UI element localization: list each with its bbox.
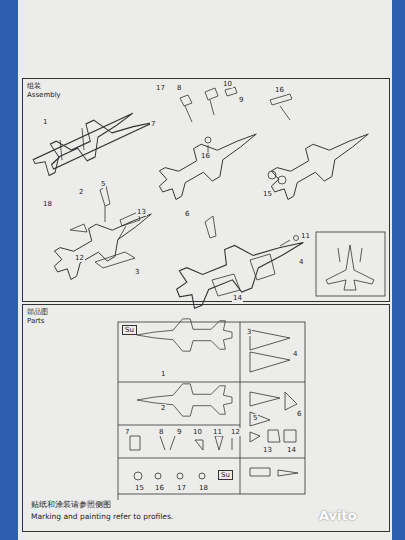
callout-number: 1 bbox=[42, 118, 48, 126]
callout-number: 12 bbox=[74, 254, 85, 262]
sprue-tag: Su bbox=[122, 325, 137, 335]
callout-number: 13 bbox=[136, 208, 147, 216]
panel-heading: 组装 bbox=[23, 79, 389, 91]
watermark: Avito bbox=[318, 512, 358, 520]
callout-number: 14 bbox=[232, 294, 243, 302]
callout-number: 6 bbox=[296, 410, 302, 418]
callout-number: 13 bbox=[262, 446, 273, 454]
callout-number: 15 bbox=[262, 190, 273, 198]
callout-number: 9 bbox=[238, 96, 244, 104]
callout-number: 7 bbox=[124, 428, 130, 436]
callout-number: 16 bbox=[274, 86, 285, 94]
note-text: Marking and painting refer to profiles. bbox=[30, 512, 174, 521]
callout-number: 14 bbox=[286, 446, 297, 454]
callout-number: 8 bbox=[176, 84, 182, 92]
callout-number: 1 bbox=[160, 370, 166, 378]
callout-number: 9 bbox=[176, 428, 182, 436]
callout-number: 7 bbox=[150, 120, 156, 128]
callout-number: 16 bbox=[154, 484, 165, 492]
callout-number: 4 bbox=[298, 258, 304, 266]
callout-number: 8 bbox=[158, 428, 164, 436]
panel-heading: 部品图 bbox=[23, 305, 389, 317]
callout-number: 15 bbox=[134, 484, 145, 492]
callout-number: 18 bbox=[198, 484, 209, 492]
callout-number: 10 bbox=[192, 428, 203, 436]
callout-number: 5 bbox=[100, 180, 106, 188]
callout-number: 2 bbox=[160, 404, 166, 412]
callout-number: 18 bbox=[42, 200, 53, 208]
note-text: 贴纸和涂装请参照侧图 bbox=[30, 500, 112, 509]
callout-number: 2 bbox=[78, 188, 84, 196]
panel-box: 部品图Parts bbox=[22, 304, 390, 532]
callout-number: 3 bbox=[246, 328, 252, 336]
panel-heading: Parts bbox=[23, 317, 389, 326]
callout-number: 16 bbox=[200, 152, 211, 160]
callout-number: 17 bbox=[155, 84, 166, 92]
callout-number: 11 bbox=[212, 428, 223, 436]
callout-number: 12 bbox=[230, 428, 241, 436]
callout-number: 6 bbox=[184, 210, 190, 218]
callout-number: 10 bbox=[222, 80, 233, 88]
callout-number: 4 bbox=[292, 350, 298, 358]
callout-number: 5 bbox=[252, 414, 258, 422]
panel-heading: Assembly bbox=[23, 91, 389, 100]
sprue-tag: Su bbox=[218, 470, 233, 480]
callout-number: 3 bbox=[134, 268, 140, 276]
callout-number: 17 bbox=[176, 484, 187, 492]
callout-number: 11 bbox=[300, 232, 311, 240]
